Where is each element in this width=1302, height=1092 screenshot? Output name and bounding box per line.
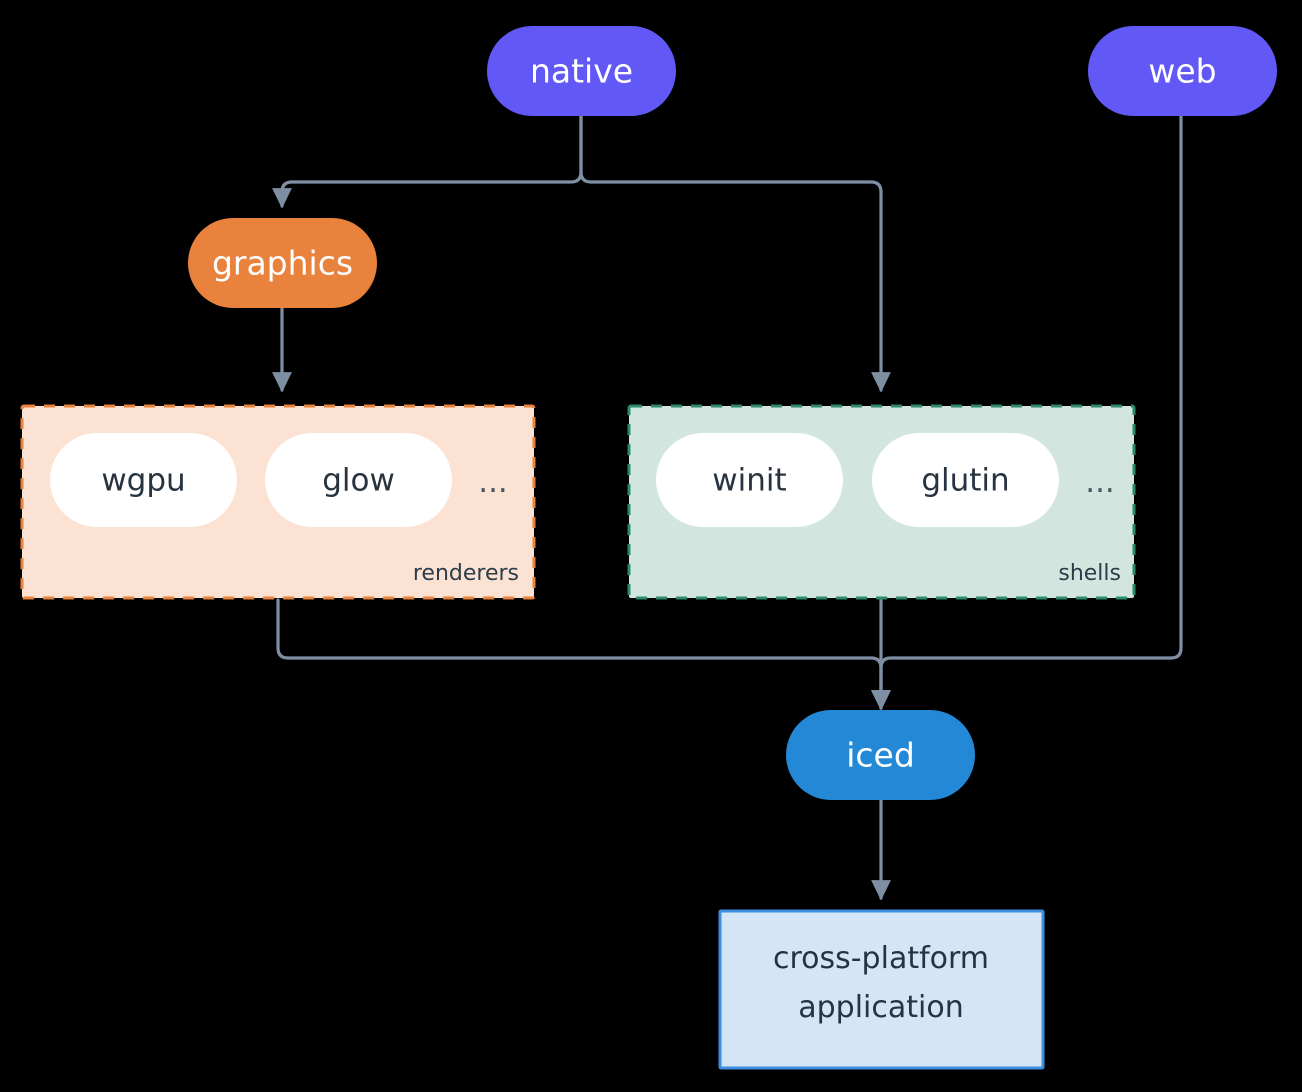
pill-wgpu-shape	[50, 433, 237, 527]
node-application-shape	[718, 909, 1045, 1070]
node-graphics-label: graphics	[212, 244, 353, 283]
node-application[interactable]: cross-platform application	[718, 909, 1045, 1070]
node-native-label: native	[530, 52, 633, 91]
pill-glutin-label: glutin	[921, 463, 1009, 499]
group-shells[interactable]: winit glutin ... shells	[627, 404, 1136, 600]
pill-glow-shape	[265, 433, 452, 527]
renderers-ellipsis: ...	[478, 464, 508, 500]
pill-winit[interactable]: winit	[656, 433, 843, 527]
node-iced[interactable]: iced	[786, 710, 975, 800]
node-web[interactable]: web	[1088, 26, 1277, 116]
pill-wgpu[interactable]: wgpu	[50, 433, 237, 527]
group-renderers[interactable]: wgpu glow ... renderers	[20, 404, 536, 600]
edge-native-to-graphics	[272, 114, 583, 209]
shells-ellipsis: ...	[1085, 464, 1115, 500]
node-web-shape	[1088, 26, 1277, 116]
edge-native-to-shells	[579, 114, 891, 393]
shells-group-label: shells	[1058, 561, 1121, 586]
node-native-shape	[487, 26, 676, 116]
node-application-label-line2: application	[798, 990, 963, 1025]
pill-glutin[interactable]: glutin	[872, 433, 1059, 527]
node-application-label-line1: cross-platform	[773, 941, 989, 976]
node-iced-shape	[786, 710, 975, 800]
node-graphics-shape	[188, 218, 377, 308]
node-native[interactable]: native	[487, 26, 676, 116]
node-web-label: web	[1148, 52, 1216, 91]
pill-winit-label: winit	[712, 463, 786, 499]
node-graphics[interactable]: graphics	[188, 218, 377, 308]
renderers-group-label: renderers	[413, 561, 519, 586]
pill-glutin-shape	[872, 433, 1059, 527]
pill-wgpu-label: wgpu	[101, 463, 185, 499]
pill-glow[interactable]: glow	[265, 433, 452, 527]
pill-winit-shape	[656, 433, 843, 527]
node-iced-label: iced	[846, 736, 915, 775]
pill-glow-label: glow	[322, 463, 395, 499]
edge-web-to-iced	[871, 114, 1183, 711]
edge-renderers-to-iced	[276, 598, 891, 711]
